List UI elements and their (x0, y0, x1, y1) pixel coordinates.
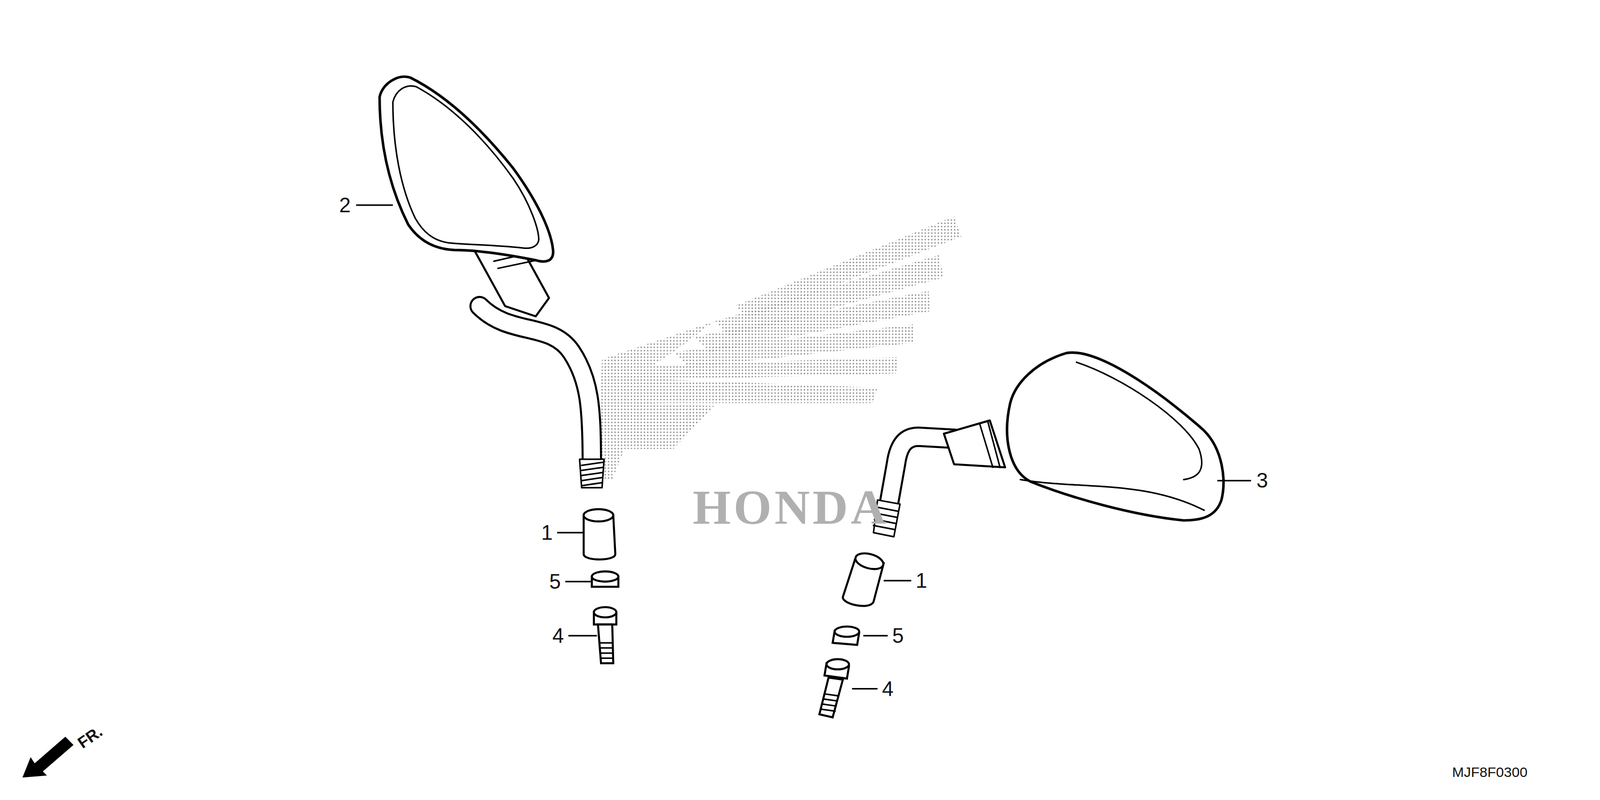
leader-lines (356, 205, 1252, 689)
left-fasteners (583, 509, 619, 664)
callout-number: 3 (1256, 470, 1268, 491)
right-fasteners (819, 550, 886, 718)
front-arrow (22, 736, 74, 778)
callout-number: 4 (552, 625, 564, 647)
front-direction-label: FR. (74, 722, 105, 751)
left-mirror (379, 76, 605, 488)
right-mirror (873, 352, 1224, 537)
callout-number: 1 (915, 570, 928, 592)
callout-number: 5 (549, 571, 561, 592)
callout-number: 4 (881, 678, 894, 700)
brand-watermark: HONDA (692, 482, 889, 532)
callout-number: 2 (339, 194, 351, 216)
diagram-code: MJF8F0300 (1452, 765, 1528, 780)
callout-number: 5 (892, 625, 904, 647)
callout-number: 1 (541, 522, 553, 544)
